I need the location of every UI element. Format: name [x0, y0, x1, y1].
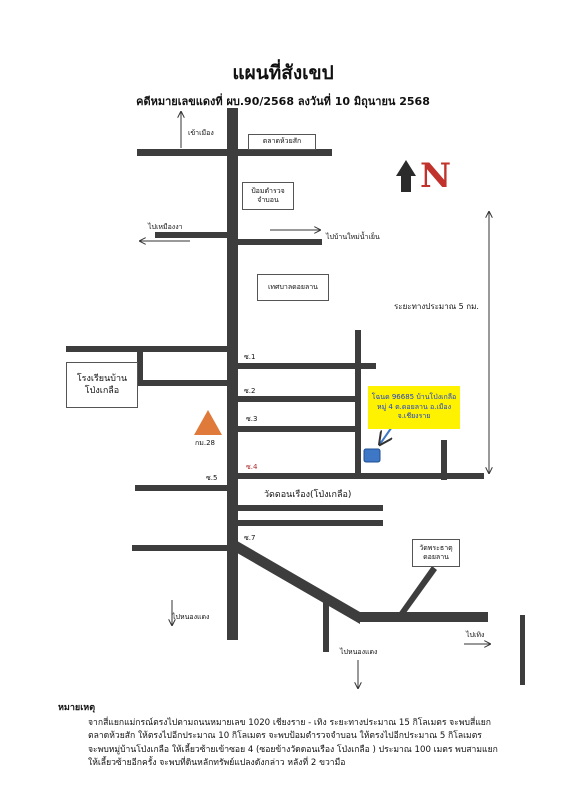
- road-soi-3: [238, 426, 357, 432]
- landmark-temple-phrathat-label-2: ดอยลาน: [423, 553, 449, 561]
- landmark-school-label-1: โรงเรียนบ้าน: [76, 373, 128, 384]
- road-soi-7: [132, 545, 227, 551]
- label-to-nong-daeng-1: ไปหนองแดง: [172, 613, 210, 621]
- landmark-market-label: ตลาดห้วยสัก: [262, 137, 302, 146]
- north-arrow-icon: [396, 160, 416, 192]
- roads: [66, 108, 525, 685]
- road-temple-bottom: [238, 520, 383, 526]
- road-soi-2: [238, 396, 357, 402]
- target-line-2: หมู่ 4 ต.ดอยลาน อ.เมือง: [376, 402, 452, 411]
- notes-body: จากสี่แยกแม่กรณ์ตรงไปตามถนนหมายเลข 1020 …: [88, 717, 548, 770]
- label-to-nong-daeng-2: ไปหนองแดง: [340, 648, 378, 656]
- landmark-school-label-2: โป่งเกลือ: [84, 386, 120, 396]
- main-road-1020: [227, 108, 238, 640]
- label-soi-2: ซ.2: [244, 387, 256, 395]
- label-to-mueang: เข้าเมือง: [188, 129, 214, 137]
- landmark-police-label-2: จำบอน: [257, 196, 279, 204]
- north-letter: N: [420, 156, 452, 196]
- label-soi-4: ซ.4: [246, 463, 258, 471]
- label-soi-7: ซ.7: [244, 534, 256, 542]
- landmark-school: โรงเรียนบ้าน โป่งเกลือ: [66, 362, 138, 408]
- road-school-bottom: [143, 380, 238, 386]
- landmark-temple-phrathat-label-1: วัดพระธาตุ: [419, 543, 453, 552]
- road-soi-5: [135, 485, 227, 491]
- landmark-police-label-1: ป้อมตำรวจ: [251, 186, 285, 195]
- road-diagonal: [232, 538, 360, 624]
- road-south-branch: [323, 598, 329, 652]
- target-parcel-box: โฉนด 96685 บ้านโป่งเกลือ หมู่ 4 ต.ดอยลาน…: [368, 386, 460, 429]
- house-location-icon: [363, 448, 381, 463]
- case-subtitle: คดีหมายเลขแดงที่ ผบ.90/2568 ลงวันที่ 10 …: [136, 95, 430, 108]
- road-east-edge: [520, 615, 525, 685]
- road-school-side: [137, 346, 143, 386]
- landmark-market: ตลาดห้วยสัก: [248, 134, 316, 150]
- road-vertical-east: [355, 330, 361, 478]
- landmark-police-box: ป้อมตำรวจ จำบอน: [242, 182, 294, 210]
- notes-line-4: ให้เลี้ยวซ้ายอีกครั้ง จะพบที่ดินหลักทรัพ…: [88, 757, 346, 768]
- road-soi-1: [238, 363, 376, 369]
- label-to-ban-mai: ไปบ้านใหม่น้ำเย็น: [326, 233, 380, 241]
- notes-heading: หมายเหตุ: [58, 703, 96, 713]
- km-marker-icon: [194, 410, 222, 435]
- road-to-temple-phrathat: [398, 566, 437, 617]
- road-vertical-east-2: [441, 440, 447, 480]
- road-temple-top: [238, 505, 383, 511]
- label-soi-3: ซ.3: [246, 415, 258, 423]
- target-line-3: จ.เชียงราย: [397, 412, 431, 421]
- label-to-thoeng: ไปเทิง: [466, 631, 485, 639]
- label-to-mae-ngao: ไปเหมืองงา: [148, 223, 183, 231]
- label-soi-1: ซ.1: [244, 353, 256, 361]
- label-temple-doi-rueang: วัดดอนเรือง(โป่งเกลือ): [264, 490, 352, 500]
- road-to-thoeng: [358, 612, 488, 622]
- label-km-marker: กม.28: [195, 439, 215, 447]
- road-school-top: [66, 346, 238, 352]
- road-market-crossing: [137, 149, 332, 156]
- label-soi-5: ซ.5: [206, 474, 218, 482]
- landmark-temple-phrathat: วัดพระธาตุ ดอยลาน: [412, 539, 460, 567]
- target-line-1: โฉนด 96685 บ้านโป่งเกลือ: [371, 393, 457, 402]
- label-distance: ระยะทางประมาณ 5 กม.: [394, 302, 479, 311]
- map-title: แผนที่สังเขป: [232, 62, 334, 84]
- notes-line-3: จะพบหมู่บ้านโป่งเกลือ ให้เลี้ยวซ้ายเข้าซ…: [88, 744, 498, 755]
- landmark-municipality: เทศบาลดอยลาน: [257, 274, 329, 301]
- road-to-mae-ngao: [155, 232, 238, 238]
- notes-line-2: ตลาดห้วยสัก ให้ตรงไปอีกประมาณ 10 กิโลเมต…: [88, 731, 482, 742]
- landmark-municipality-label: เทศบาลดอยลาน: [268, 282, 318, 291]
- direction-arrows: [140, 112, 490, 688]
- road-soi-4: [238, 473, 484, 479]
- road-to-ban-mai-nam-yen: [238, 239, 322, 245]
- notes-line-1: จากสี่แยกแม่กรณ์ตรงไปตามถนนหมายเลข 1020 …: [88, 718, 491, 728]
